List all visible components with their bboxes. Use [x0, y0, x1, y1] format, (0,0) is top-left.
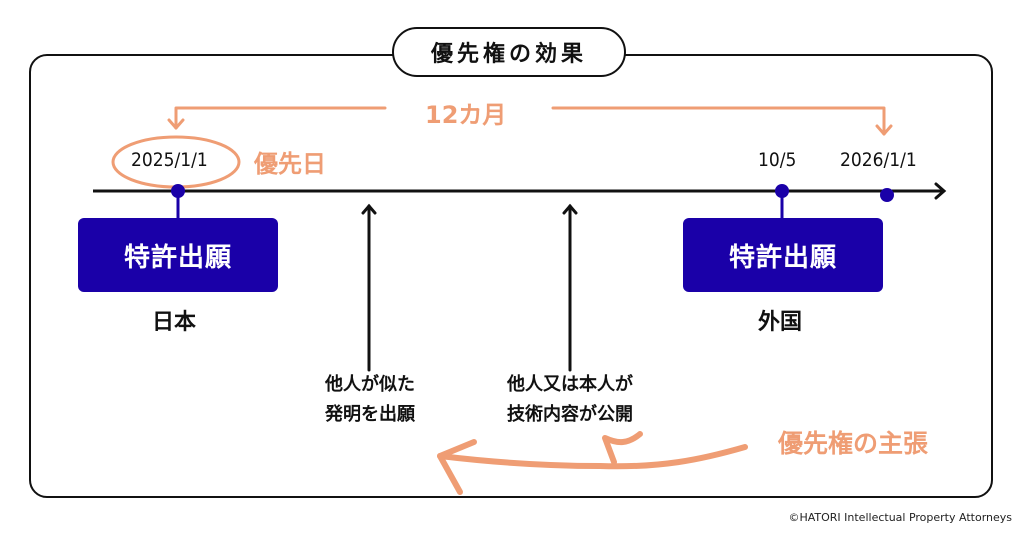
- twelve-month-right-segment: [551, 106, 886, 136]
- priority-claim-label: 優先権の主張: [778, 429, 929, 458]
- end-date-label: 2026/1/1: [840, 149, 917, 171]
- arrow-head-left-icon: [167, 118, 185, 130]
- twelve-month-arrow: [167, 106, 893, 136]
- event-similar-invention: 他人が似た 発明を出願: [310, 370, 430, 430]
- event-1-line-2: 発明を出願: [325, 404, 415, 425]
- period-label: 12カ月: [425, 101, 507, 129]
- start-date-label: 2025/1/1: [131, 149, 208, 171]
- marker-foreign-date: [775, 184, 789, 198]
- arrow-head-left-icon: [437, 439, 477, 495]
- arrow-up-icon: [562, 203, 578, 215]
- priority-claim-arrow: [437, 431, 748, 495]
- twelve-month-left-segment: [174, 106, 387, 130]
- japan-filing-label: 特許出願: [123, 242, 232, 273]
- timeline-arrow-head-icon: [934, 182, 947, 200]
- marker-end-date: [880, 188, 894, 202]
- foreign-filing-label: 特許出願: [728, 242, 837, 273]
- title-text: 優先権の効果: [430, 42, 587, 67]
- foreign-date-label: 10/5: [758, 149, 797, 171]
- japan-filing-box: 特許出願: [78, 218, 278, 292]
- japan-country-label: 日本: [152, 310, 197, 335]
- event-arrow-1: [361, 203, 377, 372]
- marker-start-date: [171, 184, 185, 198]
- arrow-up-icon: [361, 203, 377, 215]
- event-technology-disclosed: 他人又は本人が 技術内容が公開: [488, 370, 652, 430]
- diagram-title: 優先権の効果: [392, 27, 626, 77]
- copyright-notice: ©HATORI Intellectual Property Attorneys: [788, 511, 1012, 524]
- priority-date-label: 優先日: [254, 150, 326, 178]
- foreign-filing-box: 特許出願: [683, 218, 883, 292]
- event-2-line-2: 技術内容が公開: [507, 404, 633, 425]
- event-1-line-1: 他人が似た: [325, 374, 415, 395]
- event-arrow-2: [562, 203, 578, 372]
- event-2-line-1: 他人又は本人が: [507, 374, 633, 395]
- foreign-country-label: 外国: [758, 310, 803, 335]
- arrow-head-right-icon: [875, 124, 893, 136]
